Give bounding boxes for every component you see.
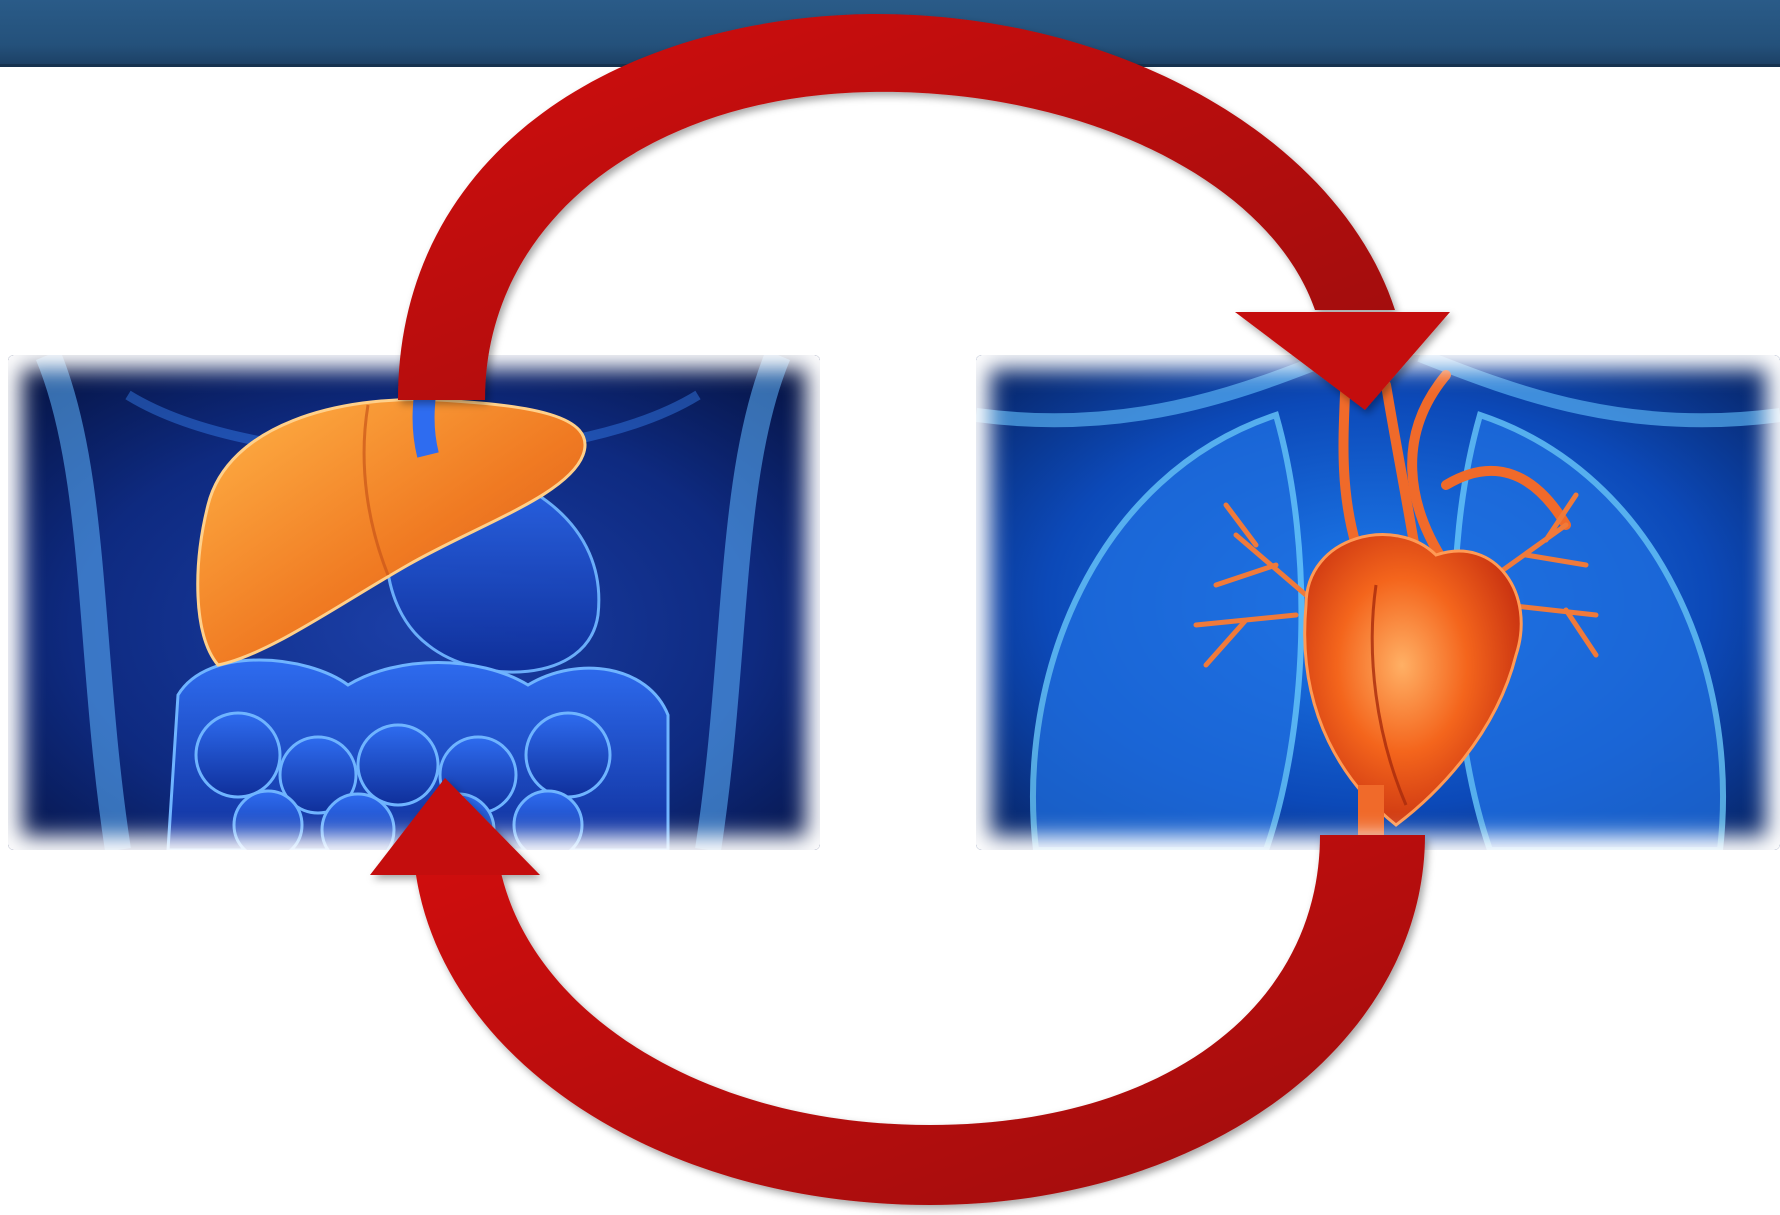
header-bar: [0, 0, 1780, 67]
heart-image: [976, 355, 1780, 850]
liver-icon: [8, 355, 820, 850]
digestive-organs-image: [8, 355, 820, 850]
heart-icon: [976, 355, 1780, 850]
arrow-to-heart: [398, 14, 1450, 410]
